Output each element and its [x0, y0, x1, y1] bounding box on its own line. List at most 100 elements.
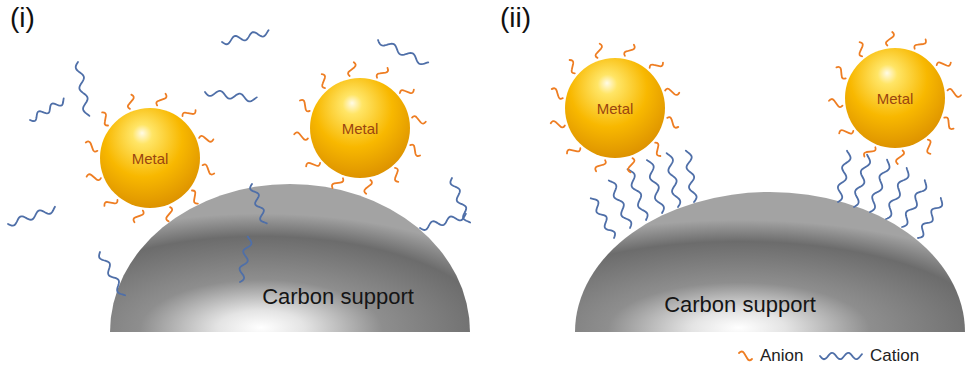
anion: [550, 88, 565, 100]
particle-label: Metal: [597, 100, 634, 117]
anion-sample: [739, 352, 752, 361]
cation: [626, 168, 649, 221]
legend-item: Cation: [818, 346, 919, 366]
anion: [331, 175, 344, 190]
anion: [201, 164, 215, 175]
cation: [75, 61, 91, 116]
anion: [947, 88, 961, 98]
metal-particle: Metal: [310, 78, 410, 178]
anion: [124, 94, 137, 109]
anion: [305, 157, 321, 172]
anion: [376, 65, 389, 80]
anion: [133, 209, 144, 223]
cation-group: [7, 29, 471, 298]
anion: [86, 171, 101, 184]
anion: [833, 66, 848, 79]
anion: [829, 98, 843, 108]
cation: [899, 180, 929, 229]
panel-label: (ii): [500, 2, 531, 34]
cation: [249, 183, 268, 225]
metal-sphere: [100, 108, 200, 208]
anion: [97, 111, 113, 126]
particle-label: Metal: [877, 90, 914, 107]
anion: [347, 62, 358, 76]
support-shape: [110, 184, 470, 332]
anion: [399, 84, 415, 99]
anion: [412, 115, 426, 126]
anion: [199, 132, 214, 145]
support-label: Carbon support: [664, 292, 816, 318]
anion: [895, 150, 905, 164]
anion: [84, 141, 98, 152]
cation: [7, 206, 57, 228]
particle-label: Metal: [132, 150, 169, 167]
cation: [646, 159, 666, 214]
anion: [566, 143, 581, 158]
anion: [316, 73, 331, 89]
anion: [294, 131, 308, 142]
anion-shell: [550, 43, 680, 173]
cation: [684, 150, 697, 202]
anion: [103, 195, 118, 211]
cation: [851, 154, 872, 208]
anion-shell: [829, 32, 961, 164]
anion: [187, 190, 203, 205]
anion: [922, 139, 937, 155]
cation: [221, 29, 269, 45]
carbon-support: Carbon support: [110, 184, 470, 332]
cation: [608, 179, 633, 230]
anion: [593, 43, 605, 58]
support-label: Carbon support: [262, 284, 414, 310]
anion: [550, 118, 565, 130]
cation: [377, 37, 429, 67]
cation: [867, 159, 892, 213]
cation: [205, 89, 257, 103]
panel-label: (i): [10, 2, 35, 34]
legend-text: Cation: [870, 346, 919, 366]
anion-shell: [84, 92, 215, 223]
anion: [565, 59, 580, 74]
cation: [915, 197, 945, 239]
anion: [407, 144, 422, 157]
cation-group: [590, 150, 946, 240]
cation: [97, 251, 126, 298]
anion: [625, 158, 637, 173]
metal-particle: Metal: [100, 108, 200, 208]
anion-shell: [294, 62, 426, 194]
anion: [650, 142, 665, 157]
cation-sample: [820, 353, 862, 359]
cation: [237, 236, 253, 282]
anion: [854, 41, 869, 57]
metal-sphere: [310, 78, 410, 178]
legend-item: Anion: [738, 346, 803, 366]
legend-text: Anion: [760, 346, 803, 366]
metal-sphere: [565, 58, 665, 158]
anion: [863, 144, 876, 159]
anion: [941, 117, 956, 130]
anion: [595, 158, 607, 173]
cation: [28, 97, 66, 123]
cation: [835, 150, 852, 202]
cation: [419, 212, 467, 231]
anion: [649, 58, 664, 73]
anion: [156, 92, 167, 106]
carbon-dome: [110, 184, 470, 332]
anion: [182, 105, 197, 121]
anion: [363, 180, 374, 194]
carbon-support: Carbon support: [575, 192, 965, 332]
metal-particle: Metal: [845, 48, 945, 148]
anion: [624, 43, 636, 58]
metal-particle: Metal: [565, 58, 665, 158]
anion: [936, 57, 952, 72]
anion: [885, 32, 895, 46]
cation: [590, 196, 617, 240]
anion: [665, 117, 680, 129]
cation: [665, 152, 681, 207]
anion: [389, 167, 404, 183]
anion: [665, 86, 680, 98]
anion: [838, 125, 854, 140]
anion: [163, 207, 176, 222]
anion: [914, 36, 927, 51]
legend-swatch: [738, 346, 754, 366]
